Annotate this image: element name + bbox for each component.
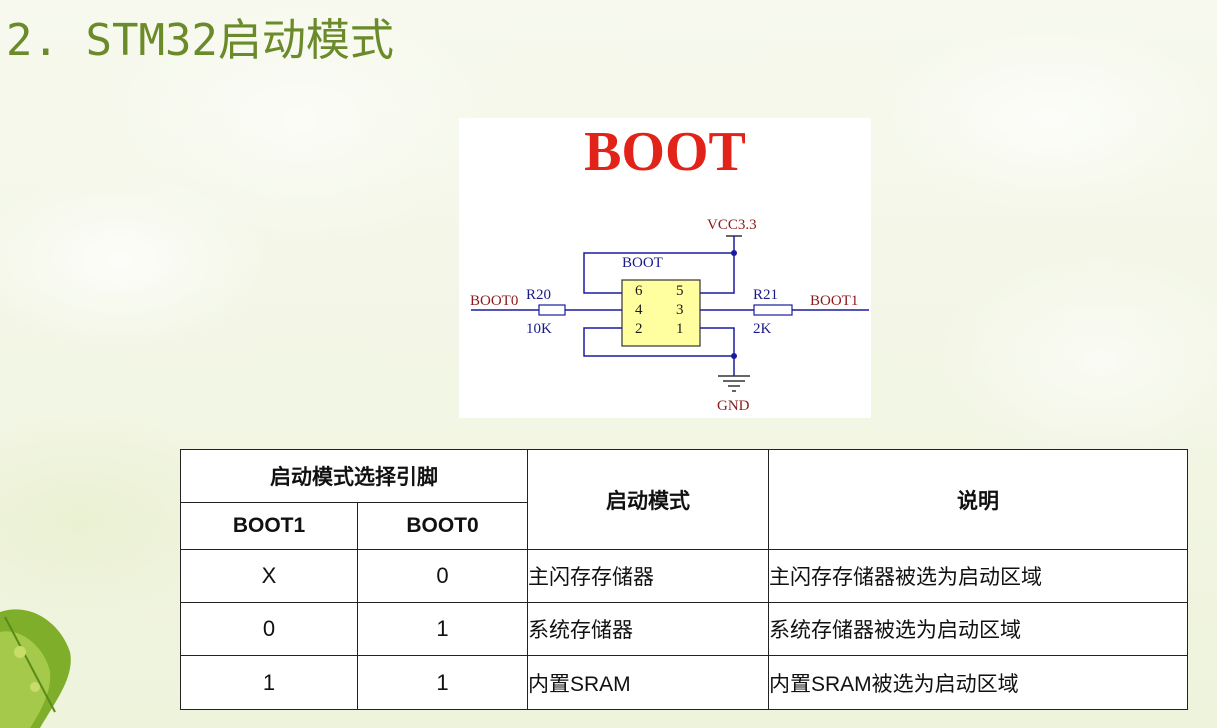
pin-2: 2: [635, 321, 643, 337]
description-cell: 系统存储器被选为启动区域: [768, 602, 1188, 656]
boot1-cell: 0: [180, 602, 358, 656]
mode-cell: 内置SRAM: [527, 655, 769, 710]
pin-5: 5: [676, 283, 684, 299]
r21-value: 2K: [753, 321, 772, 337]
boot0-cell: 1: [357, 602, 528, 656]
r20-label: R20: [526, 287, 552, 303]
boot-schematic: BOOT VCC3.3 BOOT 6 5 4 3 2 1 BOOT0 R20 1…: [459, 118, 871, 418]
boot1-cell: 1: [180, 655, 358, 710]
slide-title: 2. STM32启动模式: [6, 15, 394, 66]
switch-label: BOOT: [622, 255, 663, 271]
pin-4: 4: [635, 302, 643, 318]
mode-cell: 系统存储器: [527, 602, 769, 656]
r21-label: R21: [753, 287, 779, 303]
mode-header-cell: 启动模式: [527, 449, 769, 550]
table-subheader-row: BOOT1 BOOT0: [180, 502, 1188, 550]
description-header-cell: 说明: [768, 449, 1188, 550]
mode-cell: 主闪存存储器: [527, 549, 769, 603]
pin-6: 6: [635, 283, 643, 299]
boot-mode-table: 启动模式选择引脚 启动模式 说明 BOOT1 BOOT0 X 0 主闪存存储器 …: [180, 449, 1188, 710]
pin-1: 1: [676, 321, 684, 337]
boot0-header-cell: BOOT0: [357, 502, 528, 550]
r20-value: 10K: [526, 321, 552, 337]
table-row: 1 1 内置SRAM 内置SRAM被选为启动区域: [180, 655, 1188, 710]
table-row: 0 1 系统存储器 系统存储器被选为启动区域: [180, 602, 1188, 656]
boot1-cell: X: [180, 549, 358, 603]
leaf-decoration-icon: [0, 609, 71, 728]
boot0-cell: 0: [357, 549, 528, 603]
boot0-cell: 1: [357, 655, 528, 710]
description-cell: 内置SRAM被选为启动区域: [768, 655, 1188, 710]
vcc-label: VCC3.3: [707, 217, 757, 233]
boot1-header-cell: BOOT1: [180, 502, 358, 550]
gnd-label: GND: [717, 398, 750, 414]
schematic-drawing: [471, 235, 869, 392]
boot1-net-label: BOOT1: [810, 293, 859, 309]
group-header-cell: 启动模式选择引脚: [180, 449, 528, 503]
description-cell: 主闪存存储器被选为启动区域: [768, 549, 1188, 603]
pin-3: 3: [676, 302, 684, 318]
table-header-row: 启动模式选择引脚 启动模式 说明: [180, 449, 1188, 550]
table-row: X 0 主闪存存储器 主闪存存储器被选为启动区域: [180, 549, 1188, 603]
schematic-heading: BOOT: [584, 121, 746, 183]
boot0-net-label: BOOT0: [470, 293, 519, 309]
